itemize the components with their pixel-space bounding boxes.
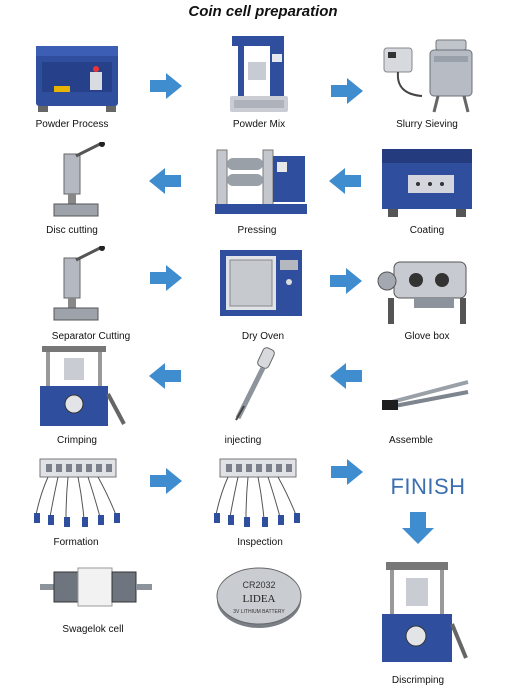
arrow-left-icon: [149, 168, 181, 194]
label-dry-oven: Dry Oven: [241, 331, 285, 342]
pipette-icon: [235, 347, 275, 421]
label-discrimping: Discrimping: [391, 675, 445, 686]
pressing-machine-icon: [215, 149, 307, 214]
arrow-right-icon: [150, 265, 182, 291]
arrow-left-icon: [149, 363, 181, 389]
dry-oven-icon: [220, 250, 302, 316]
label-inspection: Inspection: [237, 537, 283, 548]
coin-cell-model: CR2032: [242, 580, 275, 590]
label-crimping: Crimping: [56, 435, 97, 446]
label-injecting: injecting: [224, 435, 262, 446]
diagram-title: Coin cell preparation: [188, 3, 338, 20]
separator-cutter-icon: [53, 246, 105, 321]
arrow-right-icon: [330, 268, 362, 294]
crimper-icon: [40, 346, 126, 426]
arrow-right-icon: [150, 73, 182, 99]
coin-cell-subtitle: 3V LITHIUM BATTERY: [233, 609, 285, 615]
label-swagelok-cell: Swagelok cell: [62, 624, 124, 635]
arrow-right-icon: [331, 459, 363, 485]
label-assemble: Assemble: [389, 435, 433, 446]
arrow-right-icon: [150, 468, 182, 494]
label-powder-process: Powder Process: [35, 119, 109, 130]
slurry-sieve-icon: [383, 39, 473, 113]
glove-box-icon: [377, 261, 467, 324]
label-powder-mix: Powder Mix: [232, 119, 286, 130]
battery-tester-icon: [34, 458, 120, 527]
label-glove-box: Glove box: [404, 331, 450, 342]
arrow-down-icon: [402, 512, 434, 544]
coin-cell-icon: CR2032 LIDEA 3V LITHIUM BATTERY: [216, 567, 302, 628]
battery-tester-icon: [214, 458, 300, 527]
tweezers-icon: [382, 380, 469, 410]
coin-cell-brand: LIDEA: [243, 593, 276, 605]
label-pressing: Pressing: [237, 225, 277, 236]
label-separator-cutting: Separator Cutting: [51, 331, 131, 342]
coating-machine-icon: [382, 149, 472, 217]
arrow-left-icon: [329, 168, 361, 194]
arrow-left-icon: [330, 363, 362, 389]
label-disc-cutting: Disc cutting: [46, 225, 98, 236]
label-formation: Formation: [53, 537, 99, 548]
crimper-icon: [382, 562, 468, 662]
swagelok-cell-icon: [40, 567, 152, 607]
disc-cutter-icon: [53, 142, 105, 217]
powder-mix-machine-icon: [230, 36, 288, 112]
finish-label: FINISH: [390, 474, 466, 499]
label-slurry-sieving: Slurry Sieving: [396, 119, 458, 130]
powder-process-machine-icon: [36, 46, 118, 112]
label-coating: Coating: [409, 225, 445, 236]
arrow-right-icon: [331, 78, 363, 104]
